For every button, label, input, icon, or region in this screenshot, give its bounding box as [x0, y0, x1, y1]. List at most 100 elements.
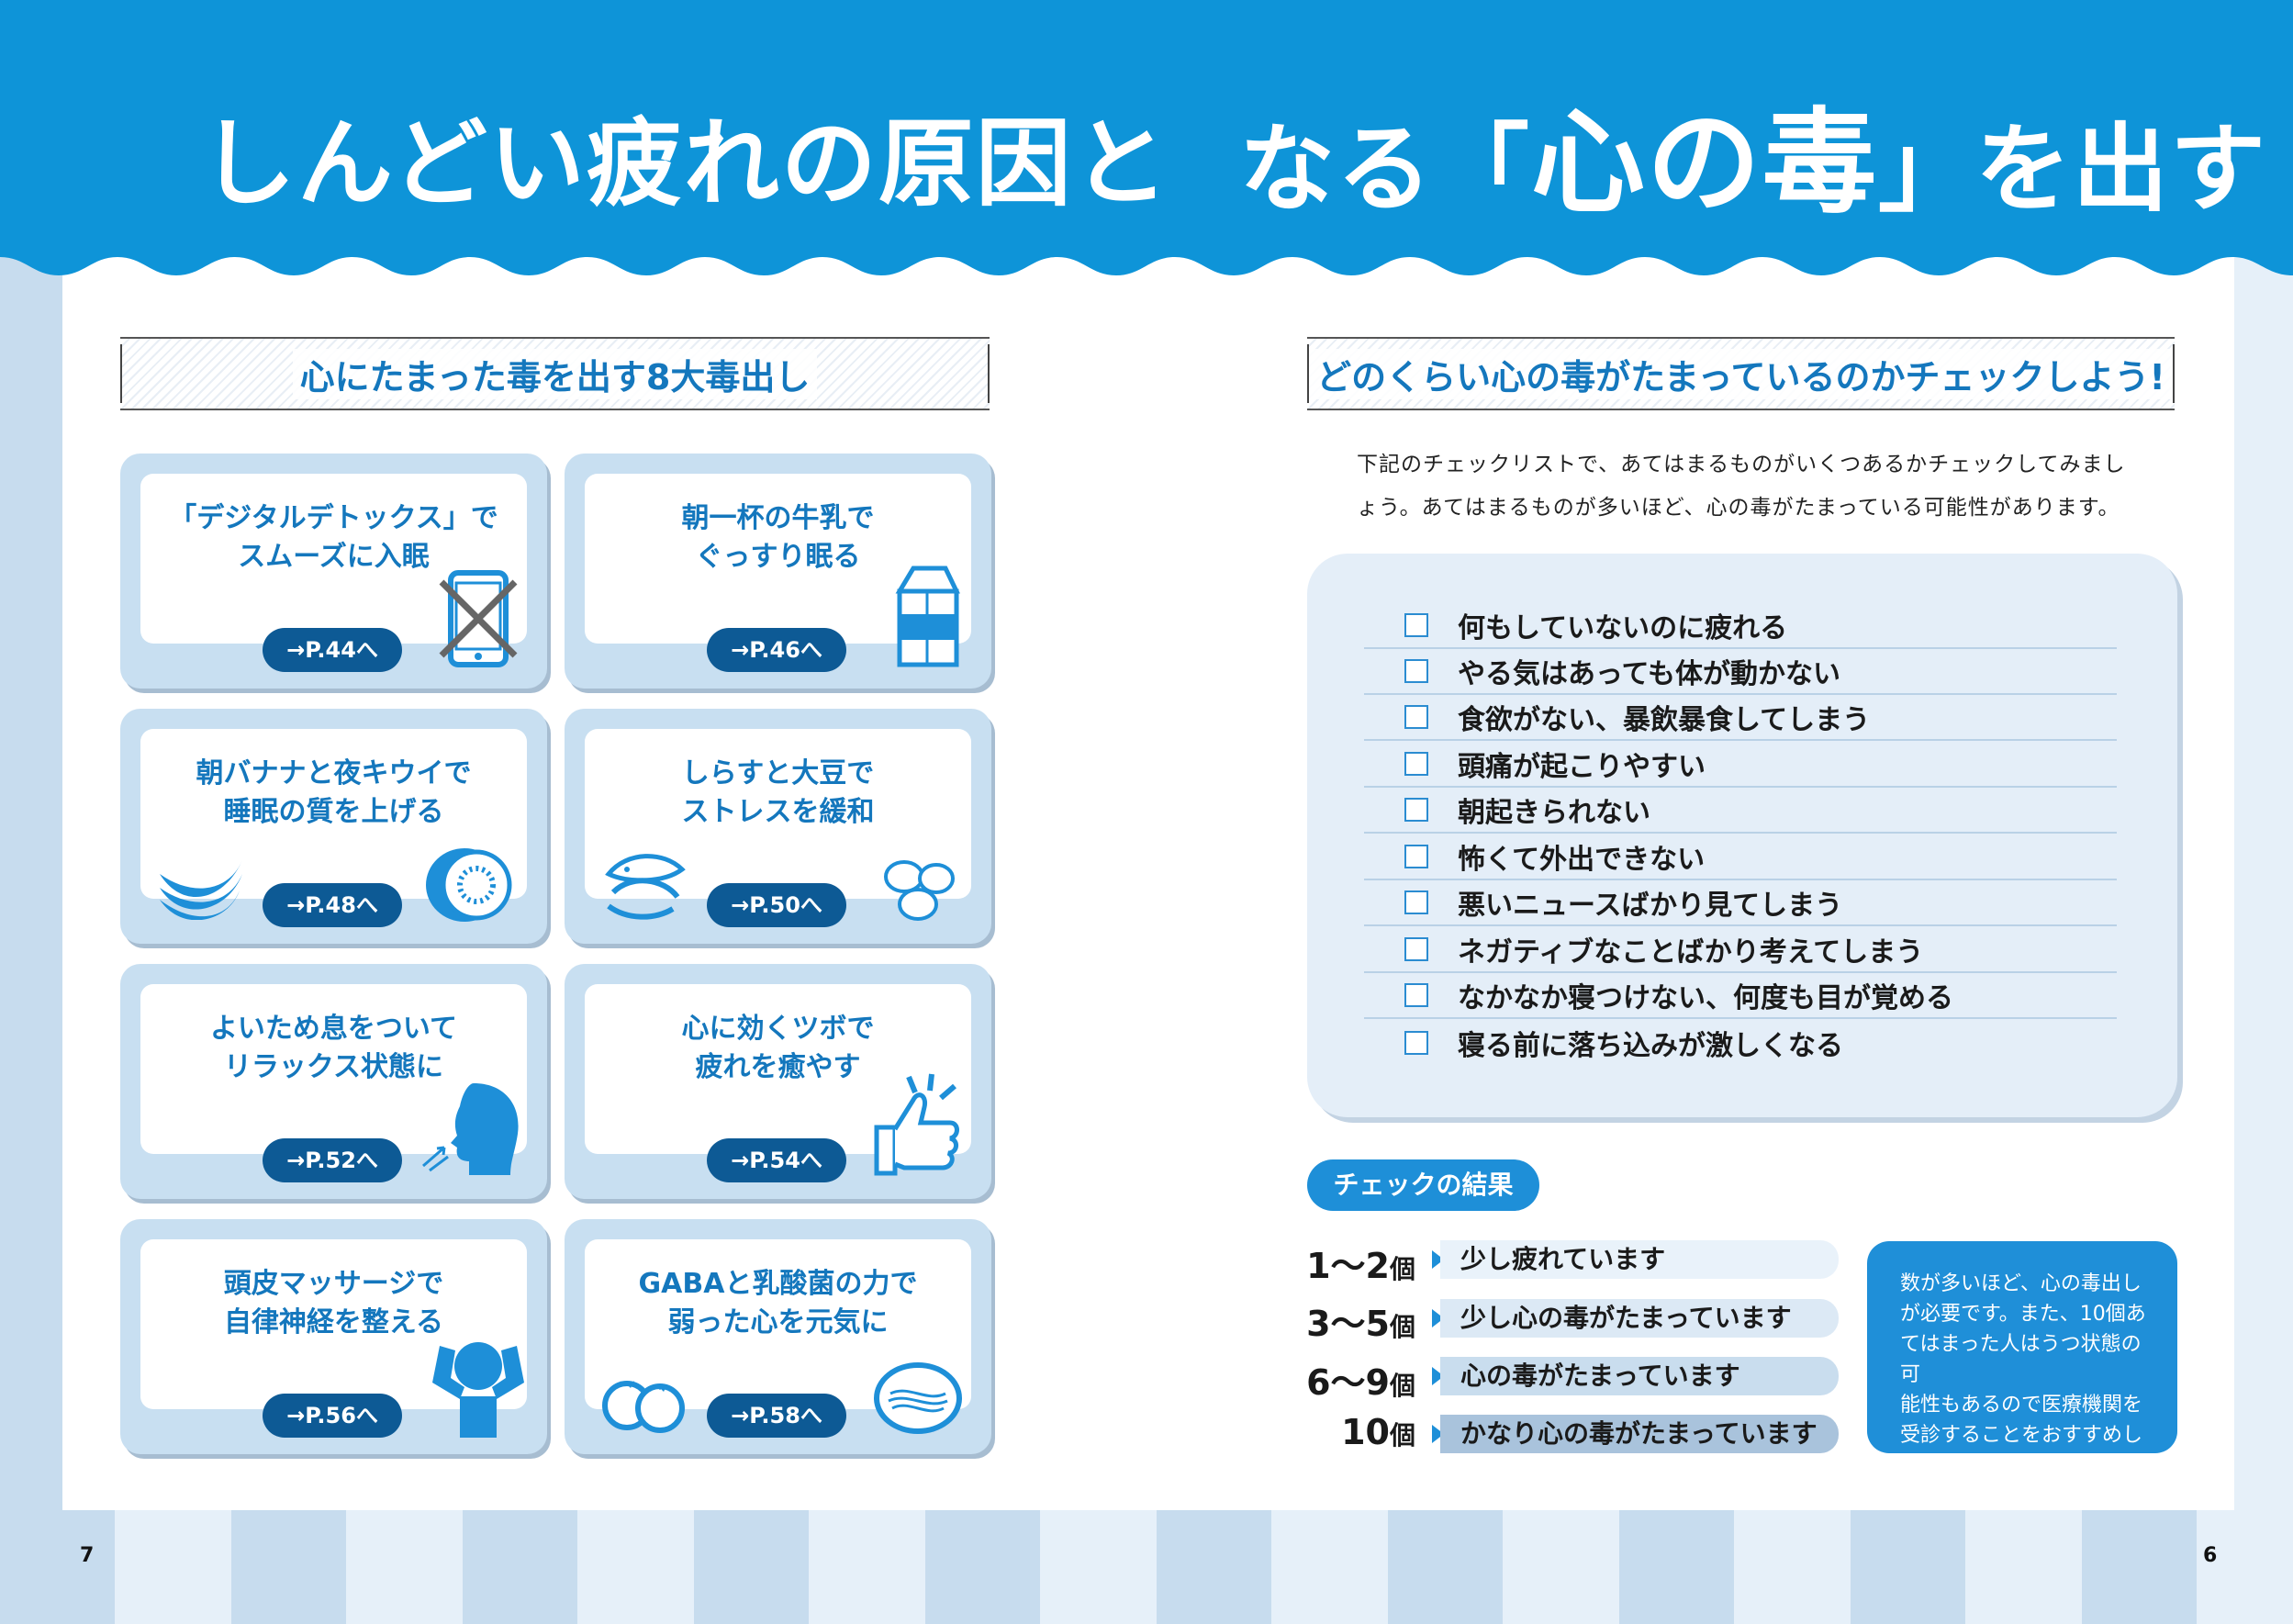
- checkbox[interactable]: [1404, 937, 1428, 961]
- card-milk[interactable]: 朝一杯の牛乳でぐっすり眠る →P.46へ: [565, 454, 991, 689]
- thumbs-up-hand-icon: [874, 1073, 959, 1176]
- card-title: 心に効くツボで疲れを癒やす: [585, 1010, 971, 1087]
- page-link-button[interactable]: →P.48へ: [263, 883, 402, 927]
- page-number-left: 7: [80, 1544, 95, 1567]
- card-title: 「デジタルデトックス」でスムーズに入眠: [140, 499, 527, 577]
- banana-icon: [160, 860, 242, 920]
- checklist-item[interactable]: 怖くて外出できない: [1364, 834, 2117, 880]
- result-unit: 個: [1389, 1371, 1415, 1401]
- card-title: よいため息をついてリラックス状態に: [140, 1010, 527, 1087]
- card-scalp-massage[interactable]: 頭皮マッサージで自律神経を整える →P.56へ: [120, 1219, 547, 1454]
- card-title-line: 「デジタルデトックス」で: [169, 502, 498, 534]
- card-title: しらすと大豆でストレスを緩和: [585, 755, 971, 832]
- checkbox[interactable]: [1404, 1031, 1428, 1055]
- checklist-item[interactable]: ネガティブなことばかり考えてしまう: [1364, 927, 2117, 973]
- checklist-item[interactable]: 頭痛が起こりやすい: [1364, 742, 2117, 788]
- card-banana-kiwi[interactable]: 朝バナナと夜キウイで睡眠の質を上げる →P.48へ: [120, 709, 547, 944]
- sighing-head-icon: [422, 1083, 519, 1175]
- result-count: 1〜2個: [1303, 1238, 1415, 1288]
- card-title-line: 朝バナナと夜キウイで: [196, 757, 472, 790]
- page-link-button[interactable]: →P.52へ: [263, 1138, 402, 1182]
- page-link-button[interactable]: →P.56へ: [263, 1394, 402, 1438]
- header-banner: しんどい疲れの原因と なる「心の毒」を出す: [0, 0, 2293, 275]
- result-range: 3〜5: [1306, 1304, 1390, 1344]
- checklist-item[interactable]: やる気はあっても体が動かない: [1364, 649, 2117, 695]
- checklist-item[interactable]: 寝る前に落ち込みが激しくなる: [1364, 1020, 2117, 1066]
- card-sigh[interactable]: よいため息をついてリラックス状態に →P.52へ: [120, 964, 547, 1199]
- card-digital-detox[interactable]: 「デジタルデトックス」でスムーズに入眠 →P.44へ: [120, 454, 547, 689]
- card-title-line: 頭皮マッサージで: [223, 1268, 444, 1300]
- result-count: 10個: [1303, 1412, 1415, 1452]
- card-gaba[interactable]: GABAと乳酸菌の力で弱った心を元気に →P.58へ: [565, 1219, 991, 1454]
- card-title-line: 朝一杯の牛乳で: [681, 502, 875, 534]
- card-title-line: 睡眠の質を上げる: [223, 796, 444, 828]
- page-link-button[interactable]: →P.44へ: [263, 628, 402, 672]
- card-title-line: GABAと乳酸菌の力で: [638, 1268, 918, 1300]
- checkbox[interactable]: [1404, 798, 1428, 822]
- card-title-line: ストレスを緩和: [681, 796, 875, 828]
- result-unit: 個: [1389, 1420, 1415, 1450]
- page-link-button[interactable]: →P.46へ: [707, 628, 846, 672]
- intro-line: ょう。あてはまるものが多いほど、心の毒がたまっている可能性があります。: [1357, 496, 2120, 520]
- checkbox[interactable]: [1404, 659, 1428, 683]
- card-acupressure[interactable]: 心に効くツボで疲れを癒やす →P.54へ: [565, 964, 991, 1199]
- smartphone-crossed-icon: [439, 570, 518, 667]
- result-range: 1〜2: [1306, 1246, 1390, 1286]
- page-link-button[interactable]: →P.58へ: [707, 1394, 846, 1438]
- result-bar: かなり心の毒がたまっています: [1440, 1415, 1839, 1453]
- title-left: しんどい疲れの原因と: [200, 107, 1170, 219]
- checkbox[interactable]: [1404, 705, 1428, 729]
- head-massage-person-icon: [432, 1342, 524, 1438]
- left-heading-text: 心にたまった毒を出す8大毒出し: [292, 348, 818, 399]
- card-title: 朝バナナと夜キウイで睡眠の質を上げる: [140, 755, 527, 832]
- checkbox[interactable]: [1404, 890, 1428, 914]
- advice-line: てはまった人はうつ状態の可: [1900, 1333, 2142, 1386]
- result-bar: 少し心の毒がたまっています: [1440, 1299, 1839, 1338]
- soybean-icon: [884, 860, 955, 921]
- card-title-line: しらすと大豆で: [681, 757, 875, 790]
- checklist-item[interactable]: なかなか寝つけない、何度も目が覚める: [1364, 973, 2117, 1019]
- result-bar: 少し疲れています: [1440, 1240, 1839, 1279]
- checklist-item[interactable]: 食欲がない、暴飲暴食してしまう: [1364, 695, 2117, 741]
- result-count: 6〜9個: [1303, 1354, 1415, 1405]
- result-count: 3〜5個: [1303, 1295, 1415, 1346]
- checklist-label: なかなか寝つけない、何度も目が覚める: [1458, 982, 1953, 1014]
- card-title-line: スムーズに入眠: [238, 541, 430, 573]
- card-title-line: 自律神経を整える: [223, 1306, 444, 1338]
- page-link-button[interactable]: →P.54へ: [707, 1138, 846, 1182]
- right-section-heading: どのくらい心の毒がたまっているのかチェックしよう!: [1307, 337, 2175, 410]
- card-title: 朝一杯の牛乳でぐっすり眠る: [585, 499, 971, 577]
- checklist-label: 朝起きられない: [1458, 797, 1650, 829]
- checkbox[interactable]: [1404, 845, 1428, 868]
- checklist-label: 悪いニュースばかり見てしまう: [1458, 890, 1843, 922]
- checkbox[interactable]: [1404, 613, 1428, 637]
- intro-text: 下記のチェックリストで、あてはまるものがいくつあるかチェックしてみまし ょう。あ…: [1357, 443, 2146, 530]
- milk-carton-icon: [895, 566, 960, 667]
- result-unit: 個: [1389, 1312, 1415, 1342]
- advice-box: 数が多いほど、心の毒出し が必要です。また、10個あ てはまった人はうつ状態の可…: [1867, 1241, 2177, 1477]
- small-fish-icon: [605, 854, 686, 920]
- page-link-button[interactable]: →P.50へ: [707, 883, 846, 927]
- checkbox[interactable]: [1404, 752, 1428, 776]
- title-right-prefix: なる「: [1239, 113, 1532, 225]
- card-shirasu-soy[interactable]: しらすと大豆でストレスを緩和 →P.50へ: [565, 709, 991, 944]
- result-range: 6〜9: [1306, 1362, 1390, 1403]
- card-title-line: ぐっすり眠る: [695, 541, 861, 573]
- checklist-item[interactable]: 朝起きられない: [1364, 788, 2117, 834]
- checklist-item[interactable]: 悪いニュースばかり見てしまう: [1364, 880, 2117, 926]
- checkbox[interactable]: [1404, 983, 1428, 1007]
- title-right: なる「心の毒」を出す: [1239, 99, 2267, 228]
- result-bar: 心の毒がたまっています: [1440, 1357, 1839, 1395]
- advice-line: 受診することをおすすめします。: [1900, 1424, 2143, 1477]
- advice-line: が必要です。また、10個あ: [1900, 1303, 2146, 1326]
- checklist-item[interactable]: 何もしていないのに疲れる: [1364, 603, 2117, 649]
- checklist-label: 寝る前に落ち込みが激しくなる: [1458, 1030, 1843, 1062]
- card-title-line: 心に効くツボで: [681, 1013, 875, 1045]
- card-title-line: 弱った心を元気に: [667, 1306, 889, 1338]
- checklist-label: 頭痛が起こりやすい: [1458, 751, 1706, 783]
- intro-line: 下記のチェックリストで、あてはまるものがいくつあるかチェックしてみまし: [1357, 453, 2126, 476]
- noodle-bowl-icon: [874, 1362, 962, 1434]
- card-title-line: リラックス状態に: [223, 1051, 444, 1083]
- title-emphasis: 心の毒: [1531, 97, 1879, 230]
- result-range: 10: [1341, 1412, 1390, 1452]
